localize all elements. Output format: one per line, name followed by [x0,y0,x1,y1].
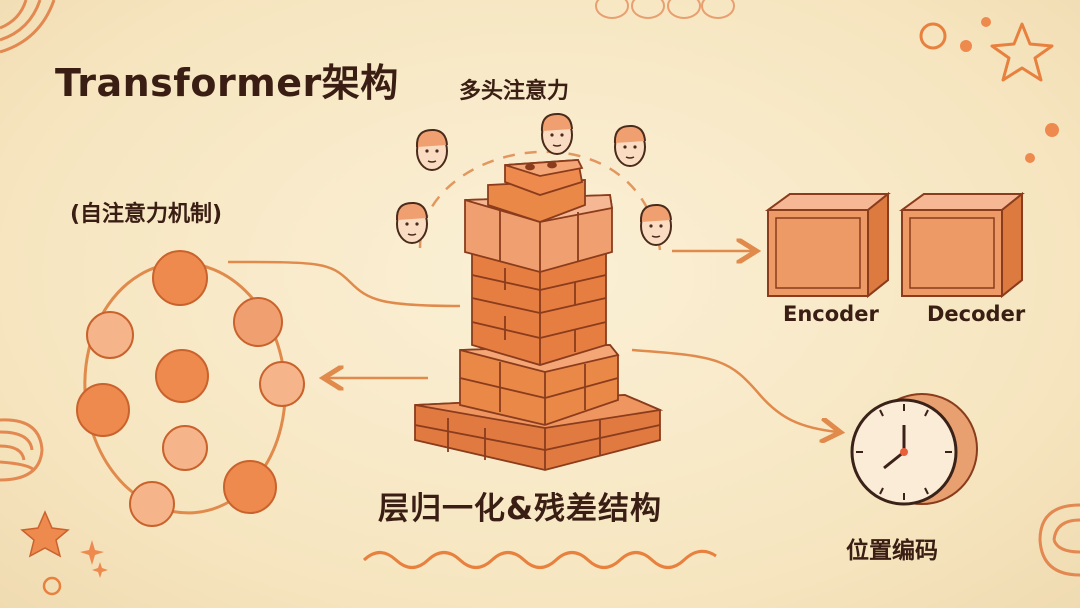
encoder-cube-icon [768,194,888,296]
head-icon [615,126,645,166]
top-ellipses-doodle [596,0,734,18]
left-ball-doodle [0,420,42,480]
node-circle [224,461,276,513]
node-circle [153,251,207,305]
dot-doodle [981,17,991,27]
node-circle [87,312,133,358]
head-icon [641,205,671,245]
node-circle [234,298,282,346]
self-attention-graph [77,251,304,526]
node-circle [130,482,174,526]
page-title: Transformer架构 [55,52,399,107]
head-icon [397,203,427,243]
sparkle-icon [92,562,108,578]
node-circle [77,384,129,436]
node-circle [260,362,304,406]
star-icon [22,512,68,556]
decoder-label: Decoder [927,302,1025,326]
squiggle-underline [364,551,716,567]
clock-icon [852,394,977,504]
positional-encoding-label: 位置编码 [846,531,938,565]
top-left-doodle [0,0,54,52]
node-circle [156,350,208,402]
dot-doodle [1045,123,1059,137]
node-circle [163,426,207,470]
brick-tower [415,160,660,470]
ring-doodle [921,24,945,48]
encoder-label: Encoder [783,302,879,326]
ring-doodle [44,578,60,594]
star-icon [992,24,1052,80]
arrow-to-clock [632,350,838,432]
dot-doodle [1025,153,1035,163]
right-ball-doodle [1040,505,1080,575]
decoder-cube-icon [902,194,1022,296]
layernorm-residual-label: 层归一化&残差结构 [378,483,662,528]
sparkle-icon [80,540,104,565]
head-icon [542,114,572,154]
head-icon [417,130,447,170]
multi-head-attention-label: 多头注意力 [459,73,569,105]
self-attention-label: (自注意力机制) [70,196,222,228]
dot-doodle [960,40,972,52]
